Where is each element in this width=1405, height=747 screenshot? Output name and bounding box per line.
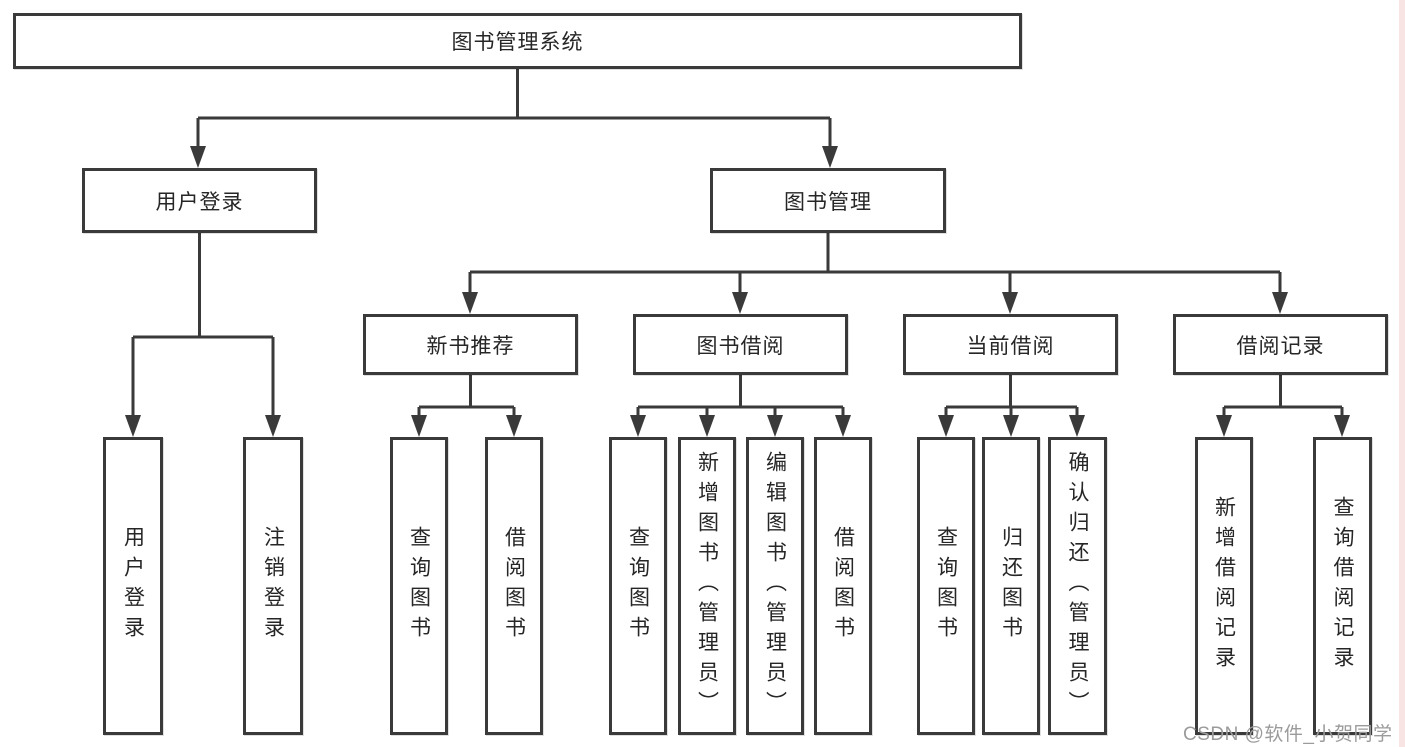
node-label: 用户登录 — [121, 526, 145, 646]
node-label: 查询图书 — [626, 526, 650, 646]
node-book-management: 图书管理 — [710, 168, 946, 233]
csdn-watermark: CSDN @软件_小贺同学 — [1183, 724, 1393, 745]
node-label: 新增图书（管理员） — [695, 451, 719, 721]
node-book-management-system: 图书管理系统 — [13, 13, 1022, 69]
right-edge-strip — [1399, 0, 1405, 747]
node-label: 图书管理 — [784, 190, 872, 214]
node-new-book-recommend: 新书推荐 — [363, 314, 578, 375]
node-label: 图书管理系统 — [451, 31, 584, 54]
leaf-user-login: 用户登录 — [103, 437, 163, 735]
leaf-borrow-books-recommend: 借阅图书 — [485, 437, 543, 735]
node-label: 确认归还（管理员） — [1066, 451, 1089, 721]
leaf-confirm-return-admin: 确认归还（管理员） — [1048, 437, 1107, 735]
leaf-query-books-borrowing: 查询图书 — [609, 437, 667, 735]
leaf-add-books-admin: 新增图书（管理员） — [678, 437, 736, 735]
node-label: 借阅图书 — [831, 526, 855, 646]
node-label: 注销登录 — [261, 526, 285, 646]
node-borrowing-records: 借阅记录 — [1173, 314, 1388, 375]
leaf-query-books-recommend: 查询图书 — [390, 437, 448, 735]
leaf-query-books-current: 查询图书 — [917, 437, 975, 735]
node-label: 用户登录 — [155, 190, 244, 214]
node-label: 图书借阅 — [696, 334, 785, 358]
leaf-add-borrow-record: 新增借阅记录 — [1195, 437, 1253, 735]
node-label: 借阅记录 — [1236, 334, 1325, 358]
node-user-login: 用户登录 — [82, 168, 317, 233]
leaf-logout: 注销登录 — [243, 437, 303, 735]
node-label: 新书推荐 — [426, 334, 515, 358]
leaf-query-borrow-record: 查询借阅记录 — [1313, 437, 1372, 735]
node-label: 查询借阅记录 — [1331, 496, 1354, 676]
node-label: 查询图书 — [407, 526, 431, 646]
node-book-borrowing: 图书借阅 — [633, 314, 848, 375]
node-label: 归还图书 — [999, 526, 1023, 646]
node-label: 借阅图书 — [502, 526, 526, 646]
node-label: 编辑图书（管理员） — [763, 451, 787, 721]
node-label: 当前借阅 — [966, 334, 1055, 358]
node-label: 查询图书 — [934, 526, 958, 646]
leaf-return-books: 归还图书 — [982, 437, 1040, 735]
node-current-borrowing: 当前借阅 — [903, 314, 1118, 375]
node-label: 新增借阅记录 — [1212, 496, 1236, 676]
leaf-edit-books-admin: 编辑图书（管理员） — [746, 437, 804, 735]
leaf-borrow-books-borrowing: 借阅图书 — [814, 437, 872, 735]
